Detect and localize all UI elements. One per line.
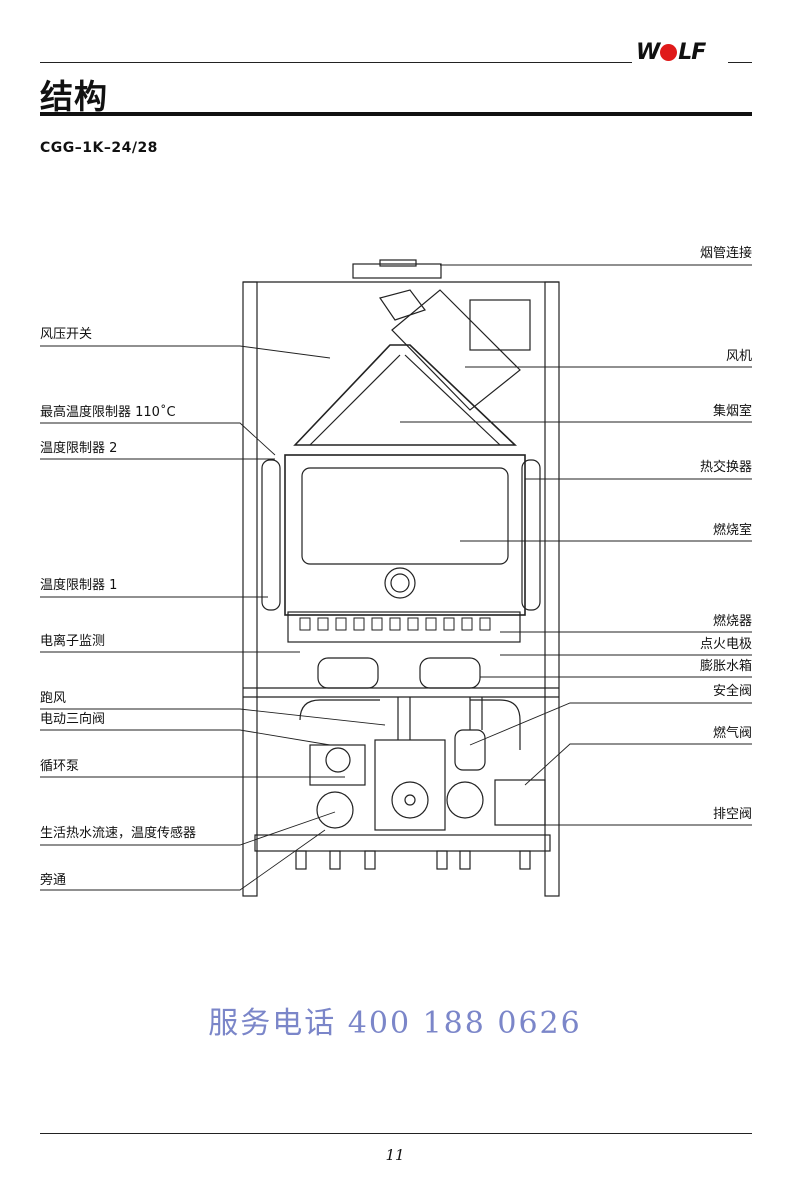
combustion-window-shape: [301, 467, 509, 565]
callout-bleed: 跑风: [40, 691, 67, 706]
safety-valve-shape: [454, 729, 486, 771]
fan-housing-shape: [391, 289, 521, 411]
burner-nozzles: [299, 617, 491, 631]
callout-flue-hood: 集烟室: [712, 404, 752, 419]
frame-right-rail: [544, 281, 560, 897]
logo-red-dot-icon: [660, 44, 678, 61]
page-number: 11: [385, 1146, 405, 1164]
left-pipe-shape: [261, 459, 281, 611]
callout-drain-valve: 排空阀: [712, 807, 752, 822]
expansion-vessel-left: [317, 657, 379, 689]
callout-temp-limiter-2: 温度限制器 2: [40, 441, 118, 456]
callout-temp-limiter-1: 温度限制器 1: [40, 578, 118, 593]
page-title: 结构: [40, 77, 108, 116]
callout-max-temp-limiter: 最高温度限制器 110˚C: [40, 405, 176, 420]
callout-flue-connection: 烟管连接: [699, 246, 752, 261]
heat-exchanger-shape: [284, 454, 526, 616]
bottom-fittings: [295, 850, 531, 870]
callout-bypass: 旁通: [40, 873, 67, 888]
header-rule: [40, 62, 632, 63]
callout-fan: 风机: [725, 349, 752, 364]
diverter-valve-shape: [309, 744, 366, 786]
gas-valve-shape: [494, 779, 546, 826]
frame-left-rail: [242, 281, 258, 897]
footer-rule: [40, 1133, 752, 1134]
callout-burner: 燃烧器: [712, 614, 752, 629]
sight-glass-inner: [390, 573, 410, 593]
title-rule: [40, 112, 752, 116]
callout-air-pressure-switch: 风压开关: [40, 327, 93, 342]
expansion-vessel-right: [419, 657, 481, 689]
callout-safety-valve: 安全阀: [712, 684, 752, 699]
callout-circulation-pump: 循环泵: [40, 759, 80, 774]
pump-hub-shape: [404, 794, 416, 806]
callout-combustion-chamber: 燃烧室: [712, 523, 752, 538]
fan-inlet-shape: [379, 289, 426, 321]
flue-hood-inner-left: [309, 354, 401, 446]
callout-ignition-electrode: 点火电极: [699, 637, 752, 652]
header-rule-right: [728, 62, 752, 63]
sight-glass-shape: [384, 567, 416, 599]
pipe-upper-right: [470, 699, 521, 750]
gauge-shape: [446, 781, 484, 819]
flue-collar-shape: [379, 259, 417, 267]
bottom-manifold-shape: [254, 834, 551, 852]
right-pipe-shape: [521, 459, 541, 611]
pump-body-shape: [374, 739, 446, 831]
pump-wheel-shape: [391, 781, 429, 819]
callout-expansion-vessel: 膨胀水箱: [699, 659, 752, 674]
diverter-valve-dial: [325, 747, 351, 773]
burner-shape: [287, 611, 521, 643]
model-label: CGG–1K–24/28: [40, 140, 158, 156]
callout-gas-valve: 燃气阀: [712, 726, 752, 741]
flow-sensor-shape: [316, 791, 354, 829]
leader-lines-right: [400, 264, 752, 826]
flue-connection-shape: [352, 263, 442, 279]
callout-three-way-valve: 电动三向阀: [40, 712, 106, 727]
callout-heat-exchanger: 热交换器: [699, 460, 752, 475]
fan-motor-shape: [469, 299, 531, 351]
service-phone: 服务电话 400 188 0626: [208, 1006, 582, 1041]
callout-dhw-flow-sensor: 生活热水流速，温度传感器: [40, 826, 197, 841]
callout-ionisation-monitoring: 电离子监测: [40, 634, 106, 649]
flue-hood-shape: [293, 344, 517, 446]
leader-lines-left: [40, 345, 386, 891]
flue-hood-inner-right: [404, 354, 501, 446]
